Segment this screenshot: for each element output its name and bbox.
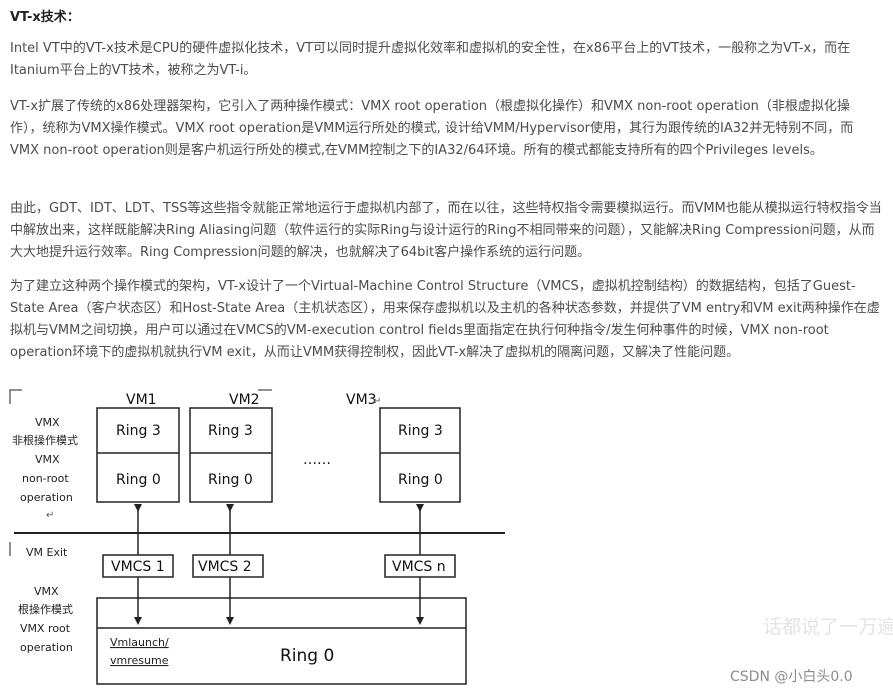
label-vmx-root: VMX root — [20, 622, 71, 635]
section-heading: VT-x技术： — [10, 10, 80, 25]
faded-watermark: 话都说了一万遍 — [763, 616, 893, 638]
vtx-architecture-diagram: VM1 VM2 VM3 ↵ Ring 3 Ring 0 Ring 3 Ring … — [0, 388, 893, 694]
vm2-ring3: Ring 3 — [208, 423, 253, 439]
vm3-ring3: Ring 3 — [398, 423, 443, 439]
figure-corner-mark — [9, 389, 22, 404]
label-vm-exit: VM Exit — [26, 546, 68, 559]
vm2-ring0: Ring 0 — [208, 472, 253, 488]
vmcsn-box — [384, 554, 456, 578]
paragraph-vmcs: 为了建立这种两个操作模式的架构，VT-x设计了一个Virtual-Machine… — [10, 279, 880, 360]
label-vmx-3: VMX — [34, 585, 59, 598]
vm3-label: VM3 — [346, 392, 377, 408]
label-nonroot: non-root — [22, 472, 69, 485]
vmlaunch-label: Vmlaunch/ — [110, 636, 169, 649]
vm1-ring0: Ring 0 — [116, 472, 161, 488]
csdn-credit: CSDN @小白头0.0 — [730, 669, 853, 685]
vmcs2-box — [192, 554, 264, 578]
vm2-label: VM2 — [229, 392, 260, 408]
vm3-box — [379, 407, 461, 503]
host-ring0-label: Ring 0 — [280, 646, 334, 666]
label-para-mark-1: ↵ — [46, 510, 54, 521]
label-operation-1: operation — [20, 491, 73, 504]
vm1-label: VM1 — [126, 392, 157, 408]
vmresume-label: vmresume — [110, 654, 169, 667]
label-vmx-2: VMX — [35, 453, 60, 466]
label-vmx-1: VMX — [35, 416, 60, 429]
label-operation-2: operation — [20, 641, 73, 654]
vm2-box — [189, 407, 273, 503]
vm1-box — [96, 407, 180, 503]
vm3-ring0: Ring 0 — [398, 472, 443, 488]
paragraph-ring-issues: 由此，GDT、IDT、LDT、TSS等这些指令就能正常地运行于虚拟机内部了，而在… — [10, 201, 882, 260]
label-nonroot-cn: 非根操作模式 — [12, 433, 78, 447]
vm-ellipsis: …… — [303, 452, 331, 468]
vmcs1-label: VMCS 1 — [111, 559, 165, 575]
vmm-host-box — [96, 597, 467, 685]
vm3-para-mark: ↵ — [373, 396, 381, 407]
label-root-cn: 根操作模式 — [18, 602, 73, 616]
paragraph-vmx-modes: VT-x扩展了传统的x86处理器架构，它引入了两种操作模式：VMX root o… — [10, 99, 854, 158]
vm1-ring3: Ring 3 — [116, 423, 161, 439]
diagram-canvas: VM1 VM2 VM3 ↵ Ring 3 Ring 0 Ring 3 Ring … — [9, 389, 505, 685]
vmcsn-label: VMCS n — [392, 559, 446, 575]
paragraph-intro: Intel VT中的VT-x技术是CPU的硬件虚拟化技术，VT可以同时提升虚拟化… — [10, 41, 851, 78]
vmcs1-box — [102, 554, 174, 578]
vmcs2-label: VMCS 2 — [198, 559, 252, 575]
